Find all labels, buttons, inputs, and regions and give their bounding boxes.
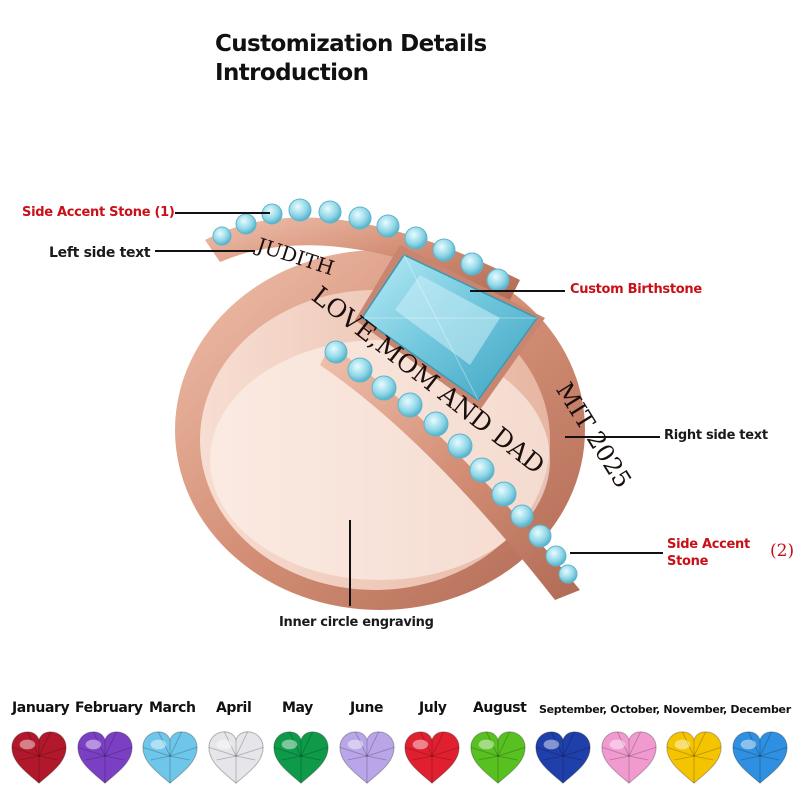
month-label-sep-dec: September, October, November, December [539, 703, 791, 716]
citrine-heart-icon [666, 731, 722, 784]
month-label-may: May [282, 700, 313, 716]
callout-inner-engraving: Inner circle engraving [279, 615, 434, 630]
peridot-heart-icon [469, 731, 526, 784]
leader-right-side-text [565, 436, 660, 438]
callout-side-accent-1: Side Accent Stone (1) [22, 205, 175, 220]
month-label-january: January [12, 700, 70, 716]
callout-side-accent-2-line-2: Stone [667, 554, 709, 569]
leader-custom-birthstone [470, 290, 565, 292]
month-label-march: March [149, 700, 196, 716]
emerald-heart-icon [273, 731, 329, 784]
ruby-heart-icon [404, 731, 460, 784]
pink-tourmaline-heart-icon [600, 731, 657, 784]
month-label-february: February [75, 700, 143, 716]
leader-side-accent-2 [570, 552, 663, 554]
lower-band [320, 345, 580, 600]
diamond-heart-icon [207, 731, 264, 784]
accent-stones-upper [212, 198, 510, 292]
callout-side-accent-2: Side Accent Stone [667, 536, 750, 570]
leader-inner-engraving [349, 520, 351, 606]
callout-left-side-text: Left side text [49, 245, 151, 261]
alexandrite-heart-icon [338, 731, 395, 784]
callout-custom-birthstone: Custom Birthstone [570, 282, 702, 297]
upper-band [205, 217, 520, 300]
page-title: Customization Details Introduction [215, 30, 535, 88]
month-label-august: August [473, 700, 527, 716]
month-label-july: July [419, 700, 447, 716]
title-line-1: Customization Details [215, 31, 487, 57]
garnet-heart-icon [11, 731, 67, 784]
leader-left-side-text [155, 250, 255, 252]
title-line-2: Introduction [215, 60, 369, 86]
leader-side-accent-1 [175, 212, 270, 214]
center-birthstone [355, 245, 545, 410]
ring-illustration: JUDITH MIT 2025 LOVE,MOM AND DAD [175, 198, 637, 610]
sapphire-heart-icon [535, 731, 591, 784]
month-label-april: April [216, 700, 252, 716]
aquamarine-heart-icon [142, 731, 198, 784]
blue-topaz-heart-icon [731, 731, 788, 784]
month-label-june: June [350, 700, 384, 716]
callout-side-accent-2-number: (2) [770, 541, 795, 561]
accent-stones-lower [324, 340, 578, 584]
callout-side-accent-2-line-1: Side Accent [667, 537, 750, 552]
callout-right-side-text: Right side text [664, 428, 768, 443]
amethyst-heart-icon [76, 731, 133, 784]
